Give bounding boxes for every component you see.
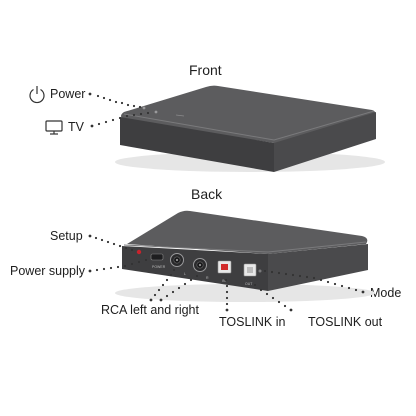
mode-label: Mode xyxy=(370,286,402,300)
power-icon xyxy=(29,86,45,104)
toslink-out-label: TOSLINK out xyxy=(308,315,383,329)
rca-right-mark: R xyxy=(206,276,209,280)
rca-right-jack xyxy=(193,258,207,272)
power-supply-label: Power supply xyxy=(10,264,86,278)
setup-led xyxy=(136,249,142,255)
front-tv-led xyxy=(154,110,158,114)
power-port-mark: POWER xyxy=(152,265,166,269)
mode-led xyxy=(258,269,262,273)
back-title: Back xyxy=(191,186,223,202)
rca-left-mark: L xyxy=(184,272,186,276)
toslink-in-label: TOSLINK in xyxy=(219,315,286,329)
toslink-in-port xyxy=(217,260,232,274)
front-title: Front xyxy=(189,62,222,78)
front-power-led xyxy=(142,106,146,110)
front-leaders xyxy=(88,92,150,128)
rca-label: RCA left and right xyxy=(101,303,199,317)
power-port xyxy=(150,253,164,261)
rca-left-jack xyxy=(170,253,184,267)
setup-label: Setup xyxy=(50,229,83,243)
toslink-out-port xyxy=(243,263,257,277)
toslink-out-mark: OUT xyxy=(245,282,253,286)
tv-icon xyxy=(45,120,63,135)
back-device: POWER L R IN xyxy=(115,210,375,302)
toslink-in-mark: IN xyxy=(222,279,226,283)
back-leaders xyxy=(88,234,365,312)
power-label: Power xyxy=(50,87,86,101)
front-device xyxy=(115,85,385,172)
tv-label: TV xyxy=(68,120,84,134)
